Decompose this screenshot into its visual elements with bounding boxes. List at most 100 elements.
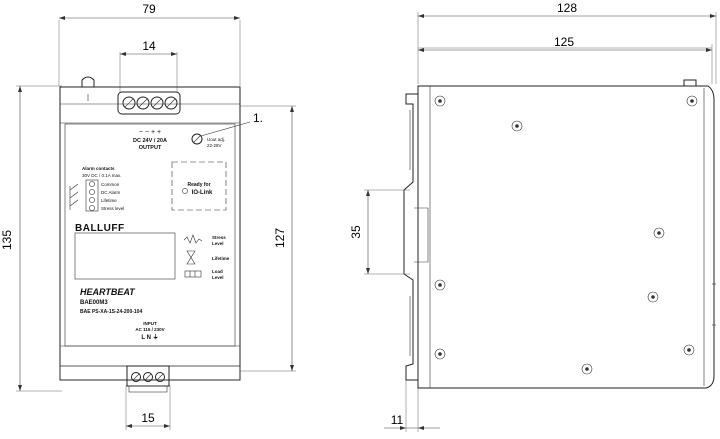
din-clip-profile <box>403 93 418 381</box>
potentiometer-icon <box>191 133 203 145</box>
arrow <box>290 365 294 371</box>
adjust-range: 22-28V <box>207 143 222 148</box>
screw-hole-icon <box>511 120 523 132</box>
stress-wave-icon <box>183 234 203 244</box>
screw-icon <box>143 372 153 382</box>
dim-height-135: 135 <box>0 230 14 250</box>
arrow <box>18 385 22 391</box>
iolink-line2: IO-Link <box>192 190 213 196</box>
screw-hole-icon <box>683 344 695 356</box>
relay-symbol-icon <box>69 183 79 210</box>
screw-hole-icon <box>647 291 659 303</box>
display-window <box>74 232 176 280</box>
screw-slot <box>156 373 164 381</box>
terminal-icon <box>89 189 95 195</box>
heartbeat-logo: HEARTBEAT <box>80 287 136 297</box>
screw-slot <box>152 98 162 108</box>
alarm-row-stress: Stress level <box>101 206 124 211</box>
side-latch-top <box>683 79 697 86</box>
dim-body-125: 125 <box>554 35 574 49</box>
dim-terminal-15: 15 <box>141 411 155 425</box>
adjust-label: Uout adj. <box>207 137 225 142</box>
arrow <box>366 268 370 274</box>
input-terminal-base <box>128 385 168 393</box>
output-rating: DC 24V / 20A <box>133 138 167 144</box>
hourglass-icon <box>186 250 196 265</box>
arrow <box>120 52 126 56</box>
screw-center <box>438 352 442 356</box>
front-view: 79 14 135 127 15 <box>0 2 296 430</box>
terminal-icon <box>89 197 95 203</box>
input-terminal-block <box>126 365 170 387</box>
screw-center <box>651 295 655 299</box>
screw-slot <box>132 373 140 381</box>
arrow <box>18 86 22 92</box>
pot-slot <box>193 135 201 143</box>
alarm-title: Alarm contacts <box>82 166 115 171</box>
dim-width-79: 79 <box>142 2 156 16</box>
dim-offset-11: 11 <box>391 413 404 427</box>
input-terminals: L N ⏚ <box>141 334 158 341</box>
screw-hole-icon <box>434 279 446 291</box>
screw-icon <box>131 372 141 382</box>
arrow <box>400 426 406 430</box>
screw-icon <box>155 372 165 382</box>
arrow <box>418 14 424 18</box>
output-label: OUTPUT <box>139 145 162 151</box>
side-view: 128 125 <box>349 1 717 432</box>
load-bar-icon <box>184 270 202 278</box>
load-label-2: Level <box>212 275 224 280</box>
arrow <box>234 16 240 20</box>
screw-hole-icon <box>653 227 665 239</box>
lifetime-label: Lifetime <box>212 256 230 261</box>
alarm-row-dc: DC Alarm <box>101 190 121 195</box>
dim-terminal-14: 14 <box>142 39 156 53</box>
arrow <box>366 190 370 196</box>
screw-hole-icon <box>434 348 446 360</box>
screw-hole-icon <box>686 95 698 107</box>
screw-slot <box>138 98 148 108</box>
arrow <box>710 14 716 18</box>
screw-center <box>687 348 691 352</box>
arrow <box>171 52 177 56</box>
dim-height-127: 127 <box>273 228 287 248</box>
stress-label-1: Stress <box>212 235 226 240</box>
arrow <box>418 426 424 430</box>
callout-1: 1. <box>253 111 263 125</box>
screw-icon <box>150 96 164 110</box>
screw-icon <box>164 96 178 110</box>
screw-hole-icon <box>434 95 446 107</box>
output-terminal-block <box>117 91 181 115</box>
arrow <box>418 48 424 52</box>
screw-icon <box>136 96 150 110</box>
screw-slot <box>166 98 176 108</box>
dim-depth-128: 128 <box>557 1 577 15</box>
input-label: INPUT <box>143 321 157 326</box>
output-polarity: − − + + <box>139 129 161 136</box>
rail-slot <box>414 207 429 263</box>
stress-label-2: Level <box>212 241 224 246</box>
callout-leader <box>200 121 251 137</box>
screw-center <box>690 99 694 103</box>
arrow <box>290 106 294 112</box>
screw-center <box>585 367 589 371</box>
latch-top <box>81 76 95 87</box>
screw-slot <box>124 98 134 108</box>
alarm-row-lifetime: Lifetime <box>101 198 117 203</box>
arrow <box>706 48 712 52</box>
screw-icon <box>122 96 136 110</box>
screw-markers <box>434 95 698 375</box>
front-panel <box>64 123 236 347</box>
alarm-rating: 30V DC / 0.1A max. <box>82 173 122 178</box>
screw-slot <box>144 373 152 381</box>
terminal-icon <box>89 181 95 187</box>
alarm-row-common: Common <box>101 182 120 187</box>
alarm-terminal-block <box>85 179 99 212</box>
terminal-icon <box>89 205 95 211</box>
iolink-icon <box>182 188 188 194</box>
iolink-window <box>171 161 227 211</box>
screw-center <box>515 124 519 128</box>
screw-hole-icon <box>581 363 593 375</box>
order-code: BAE PS-XA-1S-24-200-104 <box>80 309 142 315</box>
